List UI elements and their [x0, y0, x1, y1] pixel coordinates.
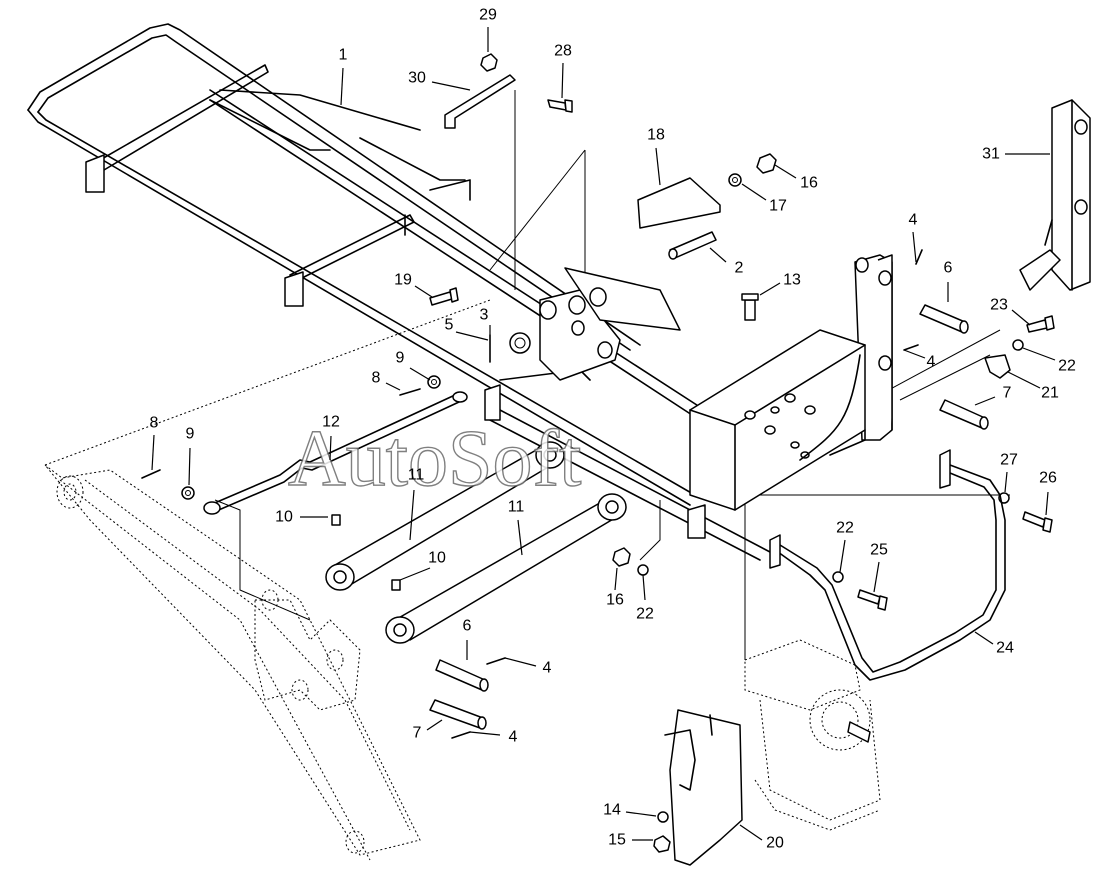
callout-number-7: 7 — [1003, 385, 1012, 402]
callout-leader-8 — [151, 434, 155, 471]
callout-leader-16 — [774, 164, 797, 179]
callout-leader-26 — [1045, 491, 1049, 516]
callout-leader-12 — [329, 435, 332, 461]
callout-number-31: 31 — [982, 146, 1000, 163]
callout-number-6: 6 — [944, 260, 953, 277]
callout-number-10: 10 — [428, 550, 446, 567]
callout-leader-23 — [1011, 309, 1031, 326]
callout-number-27: 27 — [1000, 452, 1018, 469]
callout-leader-25 — [873, 561, 880, 593]
callout-leader-22 — [642, 574, 646, 601]
callout-number-28: 28 — [554, 43, 572, 60]
callout-number-30: 30 — [408, 70, 426, 87]
callout-number-11: 11 — [508, 499, 525, 516]
callout-leader-8 — [385, 382, 401, 391]
main-frame — [27, 23, 771, 561]
callout-leader-4 — [469, 731, 501, 736]
callout-leader-14 — [625, 811, 657, 817]
callout-number-29: 29 — [479, 7, 497, 24]
callout-leader-30 — [431, 81, 471, 91]
side-plate — [1019, 99, 1091, 291]
callout-leader-4 — [912, 231, 917, 263]
callout-number-23: 23 — [990, 297, 1008, 314]
callout-number-6: 6 — [463, 618, 472, 635]
callout-leader-18 — [655, 147, 661, 186]
callout-leader-5 — [455, 331, 489, 341]
callout-number-3: 3 — [480, 307, 489, 324]
callout-number-8: 8 — [150, 415, 159, 432]
callout-leader-19 — [414, 285, 433, 298]
callout-leader-1 — [340, 67, 344, 106]
watermark: AutoSoft — [288, 415, 581, 503]
callout-leader-21 — [1007, 371, 1041, 389]
bar-assembly — [769, 449, 1006, 681]
callout-number-7: 7 — [413, 725, 422, 742]
headstock-frame — [689, 254, 893, 511]
callout-number-13: 13 — [783, 272, 801, 289]
callout-number-21: 21 — [1041, 385, 1059, 402]
callout-leader-20 — [739, 824, 763, 841]
callout-number-5: 5 — [445, 317, 454, 334]
callout-leader-24 — [974, 631, 994, 645]
callout-leader-16 — [614, 567, 618, 591]
callout-leader-13 — [759, 282, 781, 296]
callout-number-2: 2 — [735, 260, 744, 277]
callout-number-18: 18 — [647, 127, 665, 144]
callout-leader-11 — [517, 519, 523, 556]
callout-leader-11 — [409, 489, 415, 541]
callout-number-16: 16 — [606, 592, 624, 609]
callout-number-20: 20 — [766, 835, 784, 852]
callout-number-25: 25 — [870, 542, 888, 559]
callout-number-16: 16 — [800, 175, 818, 192]
callout-leader-28 — [561, 62, 564, 99]
callout-number-22: 22 — [1058, 358, 1076, 375]
callout-number-4: 4 — [927, 354, 936, 371]
callout-number-4: 4 — [909, 212, 918, 229]
callout-number-11: 11 — [408, 467, 425, 484]
callout-number-9: 9 — [396, 350, 405, 367]
callout-number-8: 8 — [372, 370, 381, 387]
callout-number-15: 15 — [608, 832, 626, 849]
callout-leader-22 — [839, 539, 846, 573]
callout-leader-7 — [426, 719, 443, 731]
callout-number-14: 14 — [603, 802, 621, 819]
callout-leader-9 — [188, 447, 191, 486]
callout-leader-9 — [409, 367, 431, 381]
callout-number-4: 4 — [543, 660, 552, 677]
callout-leader-22 — [1022, 347, 1056, 361]
callout-number-10: 10 — [275, 509, 293, 526]
shield-guard — [664, 709, 743, 866]
callout-number-9: 9 — [186, 426, 195, 443]
gearbox — [744, 639, 881, 831]
callout-leader-27 — [1004, 471, 1008, 493]
callout-number-1: 1 — [339, 47, 348, 64]
link-rod — [203, 391, 468, 515]
callout-leader-4 — [504, 657, 537, 667]
callout-leader-4 — [903, 349, 926, 359]
tractor-lift-arm — [44, 299, 491, 861]
callout-number-4: 4 — [509, 729, 518, 746]
callout-leader-7 — [974, 396, 996, 406]
callouts: 1234444566778899101011111213141516161718… — [150, 7, 1076, 852]
callout-number-22: 22 — [836, 520, 854, 537]
callout-leader-2 — [709, 247, 727, 263]
callout-number-17: 17 — [769, 198, 787, 215]
center-bracket — [539, 267, 681, 381]
callout-leader-17 — [741, 183, 767, 201]
callout-leader-10 — [399, 567, 431, 581]
callout-number-19: 19 — [394, 272, 412, 289]
callout-number-12: 12 — [322, 414, 340, 431]
callout-number-24: 24 — [996, 640, 1014, 657]
pins-and-fasteners — [141, 53, 1055, 853]
callout-number-22: 22 — [636, 606, 654, 623]
callout-number-26: 26 — [1039, 470, 1057, 487]
lift-rods — [325, 441, 627, 644]
